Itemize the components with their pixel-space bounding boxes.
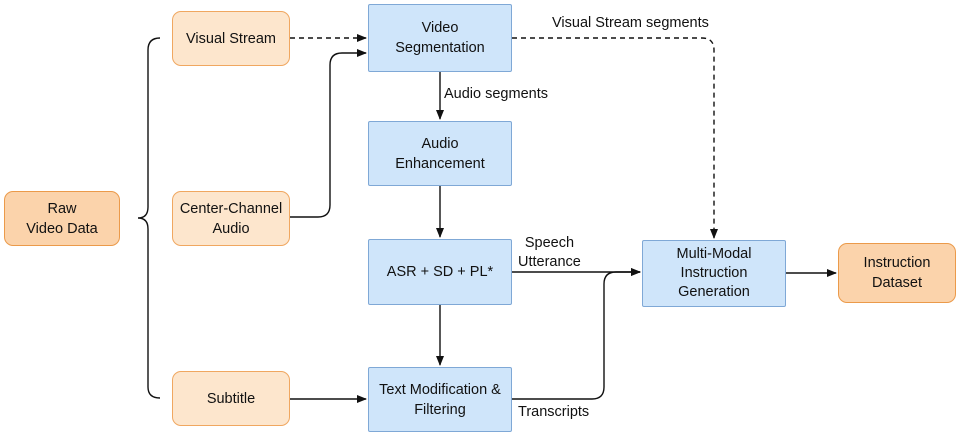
audio-enhancement-node: Audio Enhancement xyxy=(368,121,512,186)
audio-enhancement-line-2: Enhancement xyxy=(395,155,485,172)
center-channel-audio-line-1: Center-Channel xyxy=(179,200,283,217)
input-brace xyxy=(137,37,161,399)
raw-video-data-line-1: Raw xyxy=(47,200,77,217)
multi-modal-generation-node: Multi-Modal Instruction Generation xyxy=(642,240,786,307)
visual-stream-label: Visual Stream xyxy=(186,30,276,47)
raw-video-data-line-2: Video Data xyxy=(26,220,98,237)
instruction-dataset-line-2: Dataset xyxy=(872,275,922,291)
video-segmentation-line-2: Segmentation xyxy=(395,40,485,56)
instruction-dataset-node: Instruction Dataset xyxy=(838,243,956,303)
visual-stream-segments-label: Visual Stream segments xyxy=(552,15,709,31)
text-modification-line-1: Text Modification & xyxy=(379,381,501,398)
text-modification-line-2: Filtering xyxy=(414,401,466,418)
multi-modal-line-3: Generation xyxy=(678,284,750,300)
video-segmentation-node: Video Segmentation xyxy=(368,4,512,72)
text-modification-node: Text Modification & Filtering xyxy=(368,367,512,432)
speech-utterance-line-2: Utterance xyxy=(518,254,581,270)
asr-sd-pl-label: ASR + SD + PL* xyxy=(386,264,494,280)
center-channel-audio-node: Center-Channel Audio xyxy=(172,191,290,246)
asr-sd-pl-node: ASR + SD + PL* xyxy=(368,239,512,305)
edge-segmentation-to-mmgen xyxy=(512,37,718,239)
center-channel-audio-line-2: Audio xyxy=(212,220,250,237)
audio-enhancement-line-1: Audio xyxy=(421,135,459,152)
audio-segments-label: Audio segments xyxy=(444,86,548,102)
subtitle-label: Subtitle xyxy=(206,390,256,407)
instruction-dataset-line-1: Instruction xyxy=(863,255,931,271)
video-segmentation-line-1: Video xyxy=(421,20,459,36)
multi-modal-line-2: Instruction xyxy=(680,265,748,281)
subtitle-node: Subtitle xyxy=(172,371,290,426)
raw-video-data-node: Raw Video Data xyxy=(4,191,120,246)
transcripts-label: Transcripts xyxy=(518,404,590,420)
visual-stream-node: Visual Stream xyxy=(172,11,290,66)
edge-audio-to-segmentation xyxy=(290,49,367,218)
edge-textmod-to-mmgen xyxy=(512,268,641,400)
multi-modal-line-1: Multi-Modal xyxy=(676,246,752,262)
speech-utterance-line-1: Speech xyxy=(524,235,575,251)
speech-utterance-label: Speech Utterance xyxy=(518,234,581,272)
